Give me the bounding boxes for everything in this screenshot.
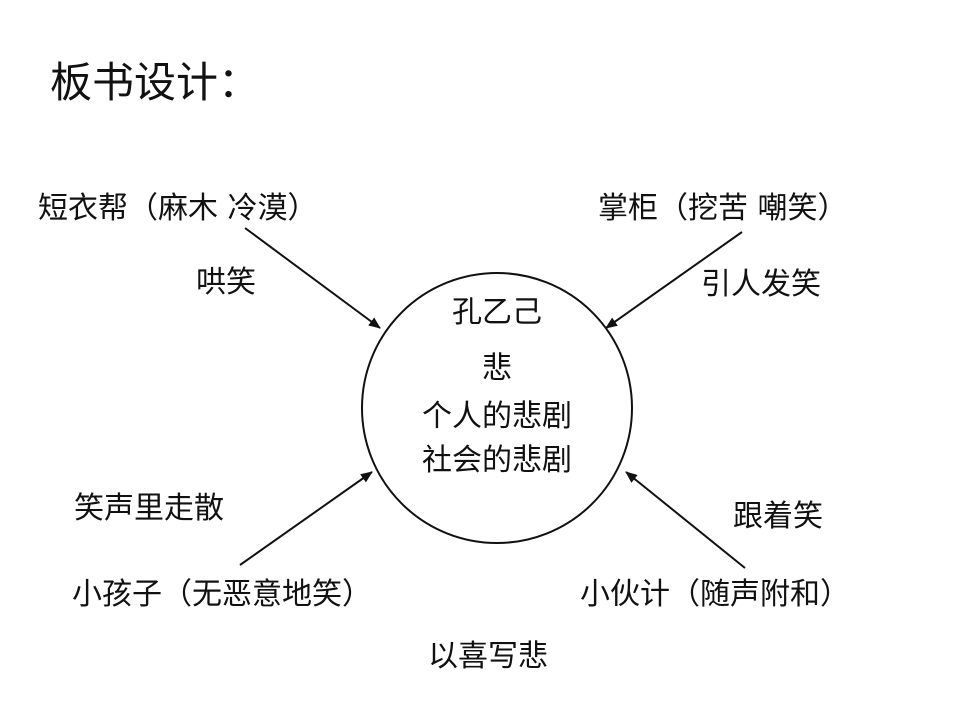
arrow-top-right [605,231,743,329]
bottom-left-action: 笑声里走散 [74,491,224,526]
page-title: 板书设计： [50,58,261,107]
bottom-left-label: 小孩子（无恶意地笑） [72,577,372,612]
center-circle [361,272,633,544]
top-left-label: 短衣帮（麻木 冷漠） [38,191,318,226]
top-left-action: 哄笑 [196,265,256,300]
top-right-label: 掌柜（挖苦 嘲笑） [598,191,848,226]
bottom-right-label: 小伙计（随声附和） [580,577,850,612]
arrow-bottom-right [625,471,746,569]
bottom-right-action: 跟着笑 [733,499,823,534]
top-right-action: 引人发笑 [701,267,821,302]
footer-text: 以喜写悲 [428,639,548,674]
center-name: 孔乙己 [452,295,542,330]
center-line-1: 个人的悲剧 [422,399,572,434]
arrow-bottom-left [239,471,373,566]
center-theme: 悲 [482,351,512,386]
arrow-top-left [244,227,381,329]
center-line-2: 社会的悲剧 [422,443,572,478]
